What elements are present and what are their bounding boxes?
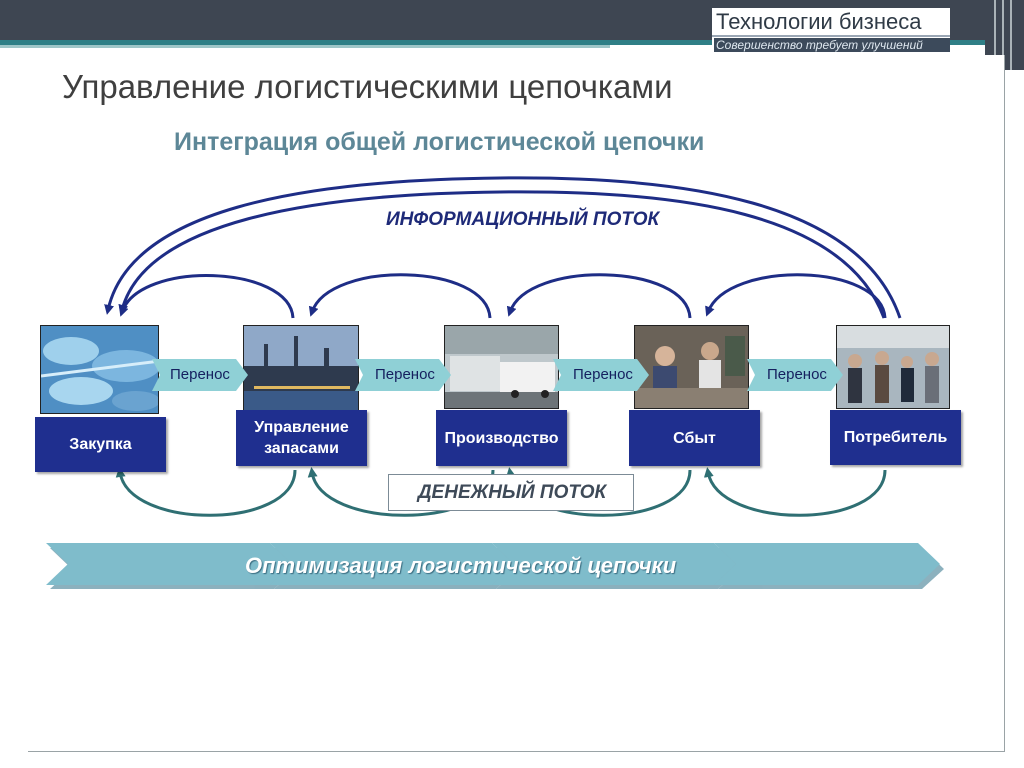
- transfer-label: Перенос: [375, 366, 435, 383]
- stage-sales: Сбыт: [629, 410, 760, 466]
- money-flow-box: ДЕНЕЖНЫЙ ПОТОК: [388, 474, 634, 511]
- logo-divider: [712, 35, 950, 37]
- transfer-arrow-1: Перенос: [152, 359, 248, 391]
- info-flow-big-arc: [104, 176, 902, 319]
- transfer-label: Перенос: [767, 366, 827, 383]
- transfer-label: Перенос: [170, 366, 230, 383]
- logo-subtitle: Совершенство требует улучшений: [714, 38, 950, 52]
- transfer-arrow-4: Перенос: [747, 359, 843, 391]
- transfer-arrow-2: Перенос: [355, 359, 451, 391]
- top-accent-stripe: [0, 40, 1024, 45]
- optimization-band: [46, 543, 944, 589]
- transfer-arrow-3: Перенос: [553, 359, 649, 391]
- stage-purchasing: Закупка: [35, 417, 166, 472]
- frozen-raw-materials-photo: [40, 325, 159, 414]
- page-title: Управление логистическими цепочками: [62, 68, 673, 105]
- slide-subtitle: Интеграция общей логистической цепочки: [174, 128, 705, 156]
- warehouse-trucks-photo: [444, 325, 559, 409]
- industrial-plant-photo: [243, 325, 359, 411]
- market-sales-photo: [634, 325, 749, 409]
- information-flow-label: ИНФОРМАЦИОННЫЙ ПОТОК: [386, 209, 660, 230]
- stage-inventory-management: Управление запасами: [236, 410, 367, 466]
- brand-logo: Технологии бизнеса Совершенство требует …: [712, 8, 950, 54]
- logo-title: Технологии бизнеса: [716, 9, 922, 34]
- transfer-label: Перенос: [573, 366, 633, 383]
- consumers-crowd-photo: [836, 325, 950, 409]
- top-accent-stripe-light: [0, 45, 610, 48]
- money-flow-label: ДЕНЕЖНЫЙ ПОТОК: [417, 482, 607, 503]
- optimization-label: Оптимизация логистической цепочки: [245, 553, 677, 578]
- info-flow-small-arcs: [118, 273, 887, 319]
- stage-consumer: Потребитель: [830, 410, 961, 465]
- stage-production: Производство: [436, 410, 567, 466]
